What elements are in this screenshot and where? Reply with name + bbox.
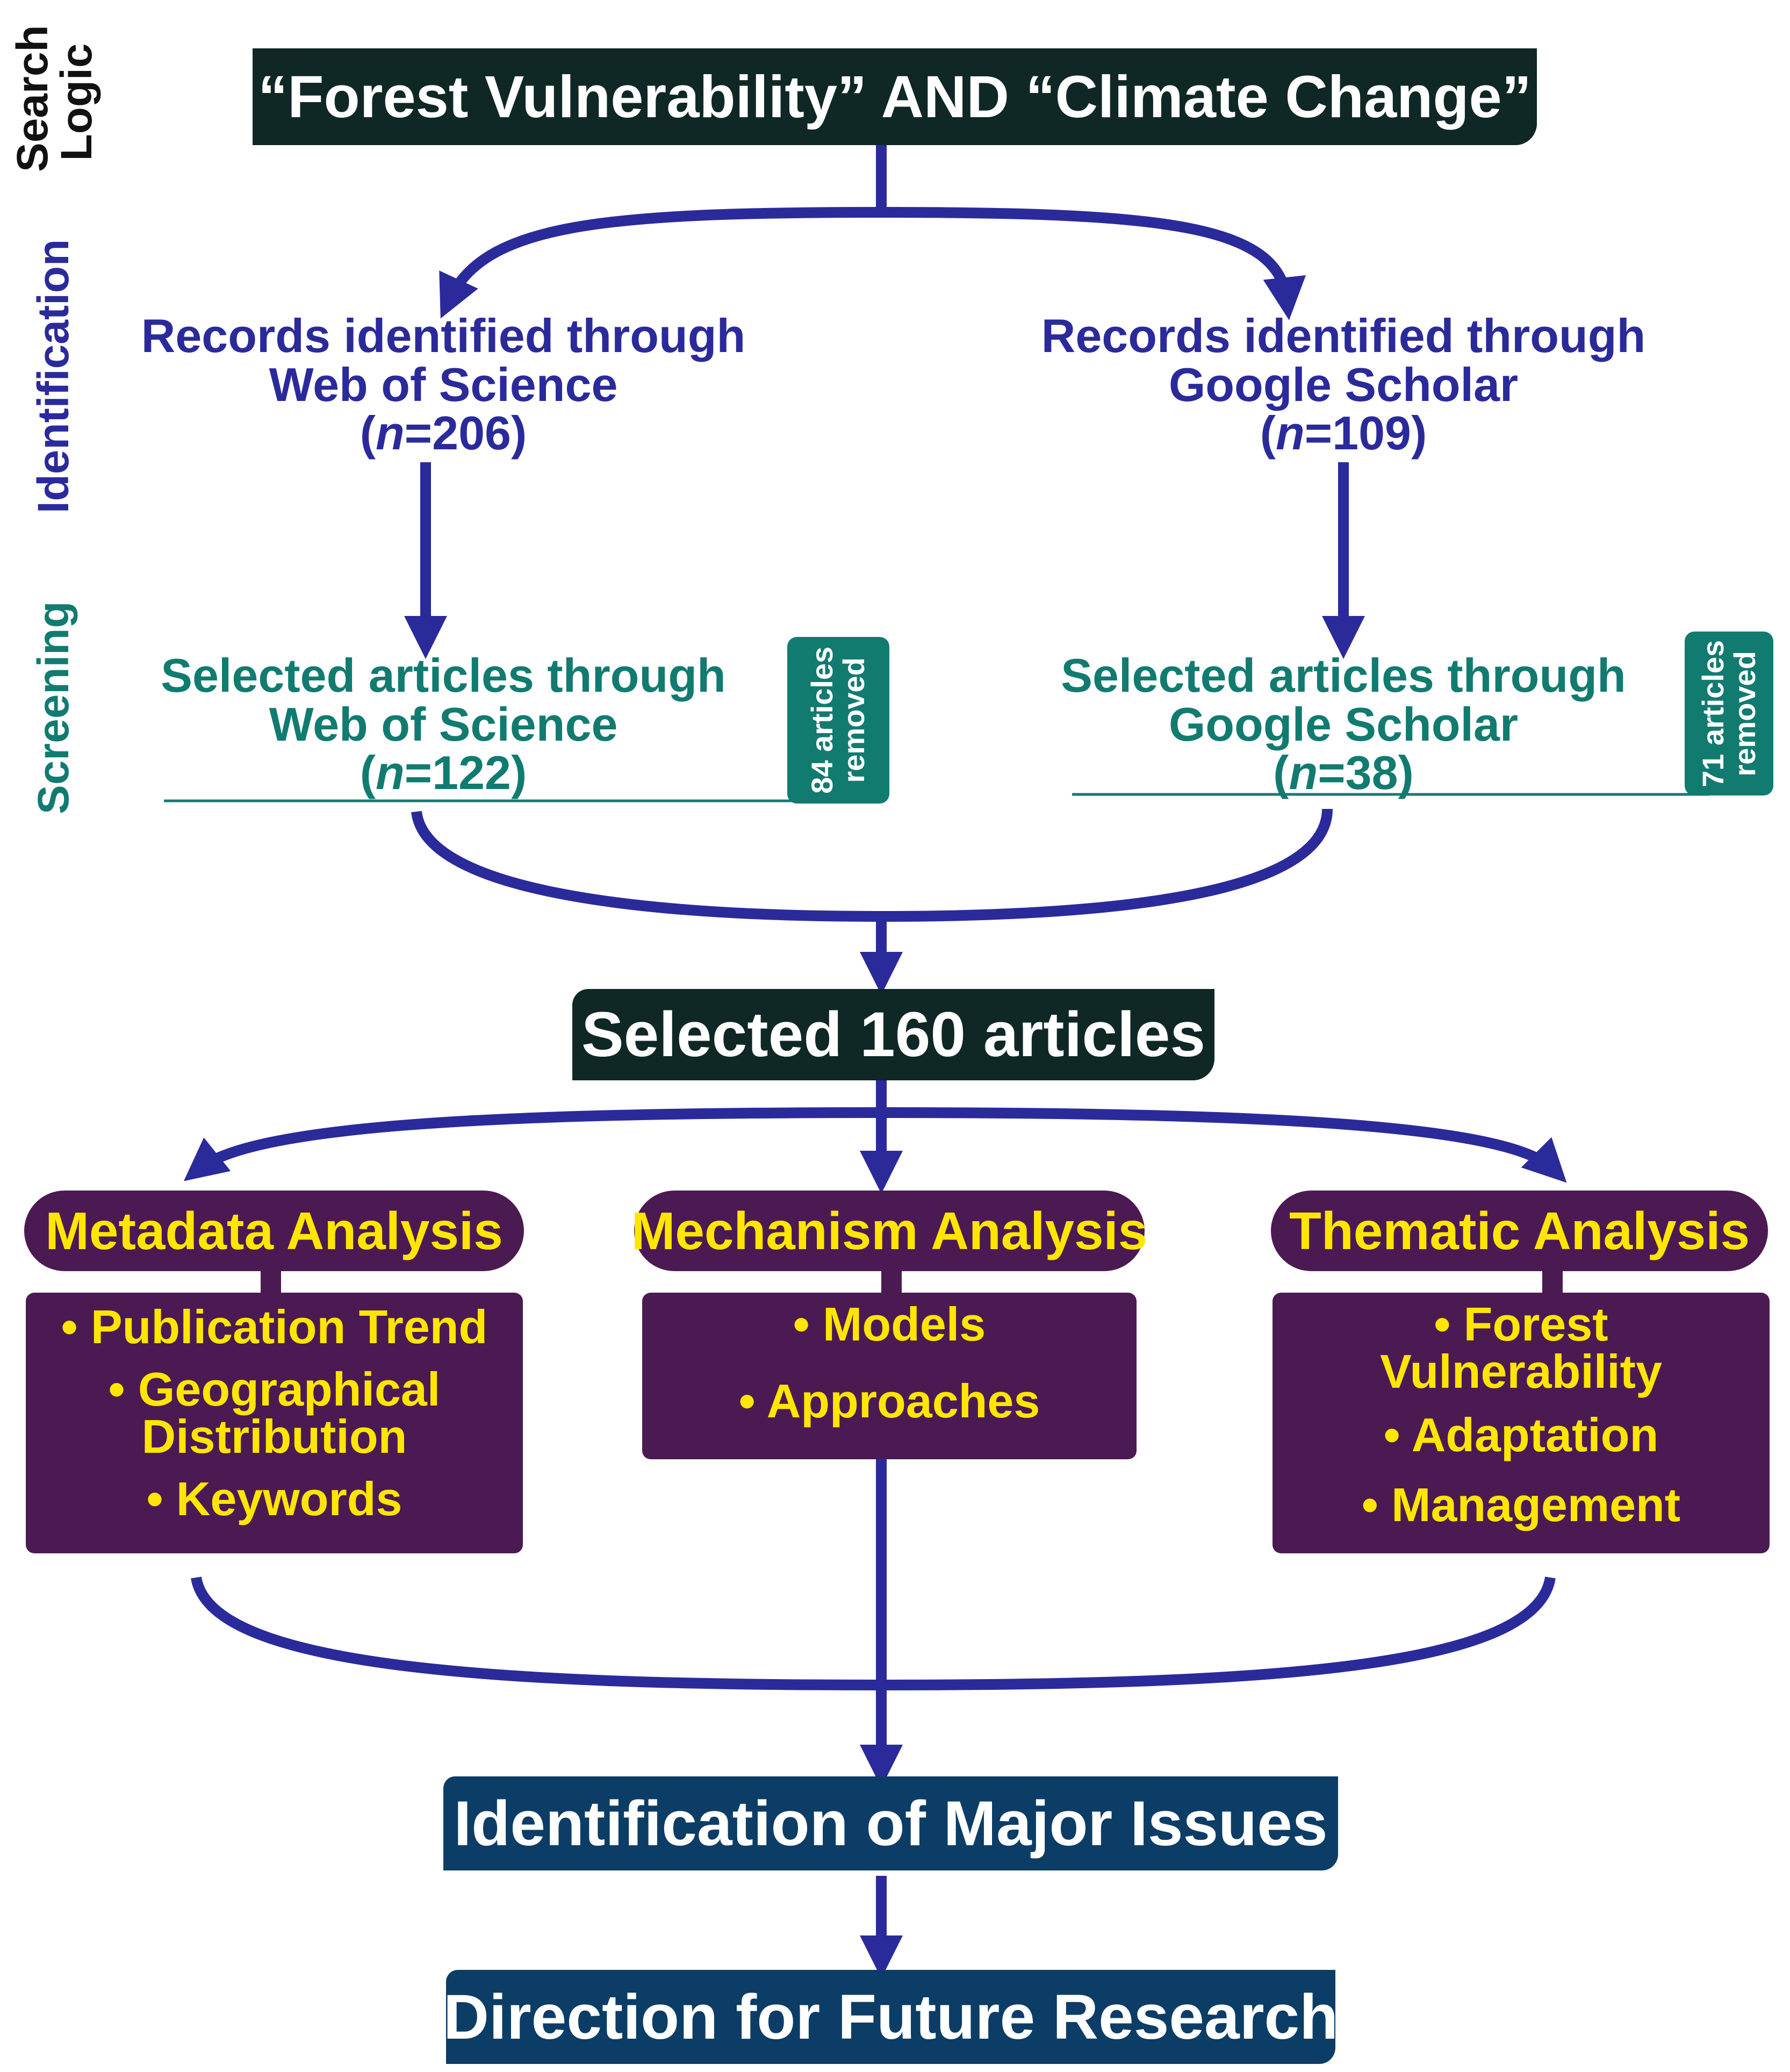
arrow-to-google-scholar [881, 207, 1306, 320]
gs-removed-line2: removed [1727, 650, 1762, 777]
mechanism-analysis-title: Mechanism Analysis [631, 1191, 1147, 1271]
wos-id-line2: Web of Science [269, 357, 618, 411]
mechanism-connector [881, 1268, 902, 1295]
stage-label-identification: Identification [29, 239, 78, 514]
selected-articles-text: Selected 160 articles [581, 999, 1206, 1070]
gs-id-count: (n=109) [1260, 406, 1427, 460]
wos-screen-line2: Web of Science [269, 697, 618, 751]
metadata-item-keywords: • Keywords [146, 1472, 402, 1525]
gs-removed-badge: 71 articles removed [1685, 632, 1773, 795]
selected-articles-box: Selected 160 articles [572, 989, 1214, 1080]
wos-removed-line1: 84 articles [805, 647, 839, 794]
identified-google-scholar: Records identified through Google Schola… [1034, 309, 1652, 460]
search-query-text: “Forest Vulnerability” AND “Climate Chan… [258, 63, 1532, 130]
thematic-analysis-panel: • Forest Vulnerability • Adaptation • Ma… [1273, 1293, 1770, 1553]
gs-id-line2: Google Scholar [1168, 357, 1519, 411]
merge-bowl-analyses [191, 1576, 1556, 1691]
merge-bowl-screening [411, 808, 1333, 922]
gs-removed-line1: 71 articles [1695, 640, 1730, 787]
gs-id-line1: Records identified through [1041, 309, 1646, 362]
gs-screen-line2: Google Scholar [1168, 697, 1519, 751]
wos-screen-count: (n=122) [360, 746, 527, 800]
wos-id-count: (n=206) [360, 406, 527, 460]
thematic-connector [1542, 1268, 1563, 1295]
thematic-item-adaptation: • Adaptation [1383, 1408, 1659, 1461]
major-issues-text: Identification of Major Issues [454, 1788, 1328, 1859]
identified-web-of-science: Records identified through Web of Scienc… [134, 309, 752, 460]
future-research-text: Direction for Future Research [443, 1981, 1339, 2053]
wos-removed-badge: 84 articles removed [787, 637, 889, 804]
future-research-box: Direction for Future Research [443, 1970, 1339, 2064]
arrow-to-metadata [183, 1107, 882, 1181]
thematic-item-management: • Management [1361, 1478, 1681, 1531]
screened-google-scholar: Selected articles through Google Scholar… [1034, 651, 1652, 798]
wos-removed-line2: removed [837, 657, 871, 783]
stage-logic-line2: Logic [52, 43, 101, 161]
mechanism-analysis-panel: • Models • Approaches [642, 1293, 1137, 1459]
stage-label-search-logic: Search Logic [8, 25, 101, 172]
wos-screen-line1: Selected articles through [161, 649, 726, 702]
metadata-connector [261, 1268, 281, 1295]
stage-search-line1: Search [8, 25, 57, 172]
metadata-analysis-title: Metadata Analysis [24, 1191, 524, 1271]
metadata-analysis-panel: • Publication Trend • Geographical Distr… [26, 1293, 523, 1553]
mechanism-item-approaches: • Approaches [738, 1374, 1040, 1428]
gs-screen-count: (n=38) [1273, 746, 1414, 800]
mechanism-item-models: • Models [793, 1297, 986, 1351]
thematic-item-forest: • Forest [1434, 1297, 1608, 1351]
screened-web-of-science: Selected articles through Web of Science… [134, 651, 752, 798]
gs-screen-line1: Selected articles through [1061, 649, 1626, 702]
search-query-box: “Forest Vulnerability” AND “Climate Chan… [253, 48, 1537, 145]
metadata-item-publication-trend: • Publication Trend [61, 1300, 488, 1353]
thematic-item-vulnerability: Vulnerability [1380, 1345, 1662, 1398]
arrow-to-thematic [881, 1107, 1567, 1183]
stage-label-screening: Screening [29, 601, 78, 814]
metadata-item-distribution: Distribution [141, 1410, 407, 1463]
wos-id-line1: Records identified through [141, 309, 746, 362]
arrow-to-web-of-science [439, 207, 882, 319]
metadata-item-geographical: • Geographical [108, 1363, 441, 1416]
major-issues-box: Identification of Major Issues [443, 1776, 1338, 1870]
thematic-analysis-title: Thematic Analysis [1271, 1191, 1768, 1271]
